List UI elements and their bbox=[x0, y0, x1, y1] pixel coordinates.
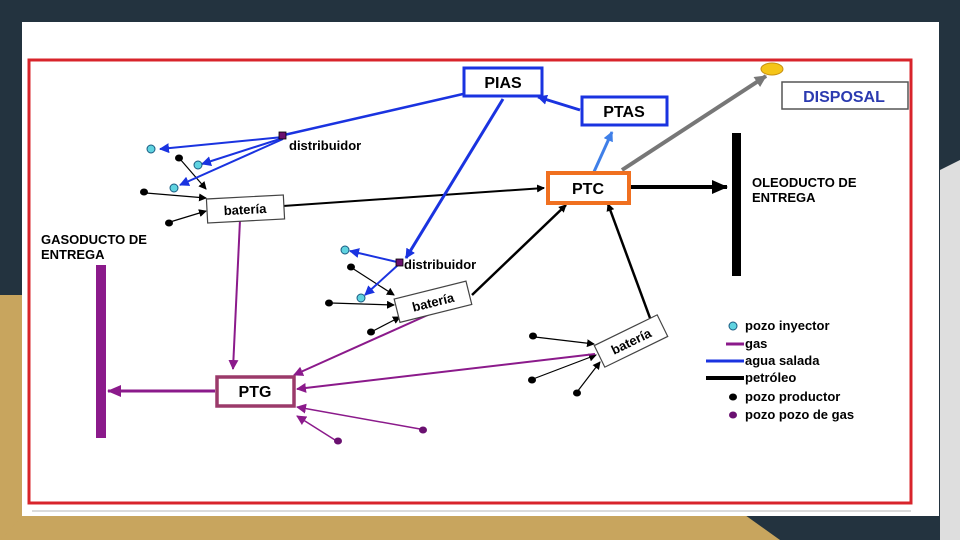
ptc-node: PTC bbox=[546, 171, 631, 205]
legend-label-water: agua salada bbox=[745, 353, 820, 368]
legend-producer-dot bbox=[729, 393, 737, 401]
water-ptas-pias bbox=[537, 94, 581, 112]
gasoducto-label-2: ENTREGA bbox=[41, 247, 105, 262]
ptc-disposal-line bbox=[620, 74, 768, 172]
legend-injector-dot bbox=[728, 321, 738, 331]
gas-bateria3-ptg bbox=[296, 353, 596, 393]
gasoducto-bar bbox=[96, 265, 106, 438]
water-ptc-ptas bbox=[591, 131, 614, 175]
legend-label-gaswell: pozo pozo de gas bbox=[745, 407, 854, 422]
legend-label-injector: pozo inyector bbox=[745, 318, 830, 333]
legend-label-gas: gas bbox=[745, 336, 767, 351]
legend-gaswell-dot bbox=[729, 411, 737, 419]
producer-wells bbox=[140, 154, 581, 397]
gas-bateria2-ptg bbox=[293, 313, 431, 376]
oil-bateria3-ptc bbox=[606, 203, 652, 319]
injector-wells bbox=[146, 144, 366, 303]
distribuidor-1-node bbox=[278, 131, 287, 140]
oleoducto-bar bbox=[732, 133, 741, 276]
distribuidor-2-label: distribuidor bbox=[404, 257, 476, 272]
disposal-label: DISPOSAL bbox=[803, 89, 885, 106]
legend-label-oil: petróleo bbox=[745, 370, 796, 385]
oleoducto-label-1: OLEODUCTO DE bbox=[752, 175, 857, 190]
bateria-1-label: batería bbox=[223, 201, 267, 218]
water-pias-distribuidor2 bbox=[404, 98, 505, 259]
bateria-2-node: batería bbox=[393, 280, 473, 324]
ptas-node: PTAS bbox=[580, 95, 669, 127]
flow-diagram: distribuidor distribuidor PIAS PTAS PTC … bbox=[27, 58, 913, 512]
pias-label: PIAS bbox=[484, 75, 522, 92]
ptc-label: PTC bbox=[572, 181, 604, 198]
bateria-1-node: batería bbox=[205, 194, 286, 224]
ptas-label: PTAS bbox=[603, 104, 645, 121]
water-pias-distribuidor1 bbox=[283, 92, 464, 137]
pias-node: PIAS bbox=[462, 66, 544, 98]
oil-bateria1-ptc bbox=[282, 184, 545, 207]
gas-well-1 bbox=[334, 437, 342, 445]
diagram-slide: distribuidor distribuidor PIAS PTAS PTC … bbox=[22, 22, 939, 516]
oil-bateria2-ptc bbox=[471, 204, 567, 296]
ptg-node: PTG bbox=[215, 375, 296, 408]
distribuidor-1-label: distribuidor bbox=[289, 138, 361, 153]
diagram-frame bbox=[27, 58, 913, 505]
legend-label-producer: pozo productor bbox=[745, 389, 840, 404]
bateria-3-node: batería bbox=[593, 314, 669, 368]
gas-well-2 bbox=[419, 426, 427, 434]
legend: pozo inyector gas agua salada petróleo p… bbox=[706, 318, 854, 422]
disposal-node: DISPOSAL bbox=[781, 81, 909, 110]
oleoducto-label-2: ENTREGA bbox=[752, 190, 816, 205]
distribuidor-2-node bbox=[395, 258, 404, 267]
gasoducto-label-1: GASODUCTO DE bbox=[41, 232, 147, 247]
gas-bateria1-ptg bbox=[228, 219, 241, 370]
ptg-label: PTG bbox=[239, 384, 272, 401]
disposal-marker bbox=[760, 62, 784, 76]
